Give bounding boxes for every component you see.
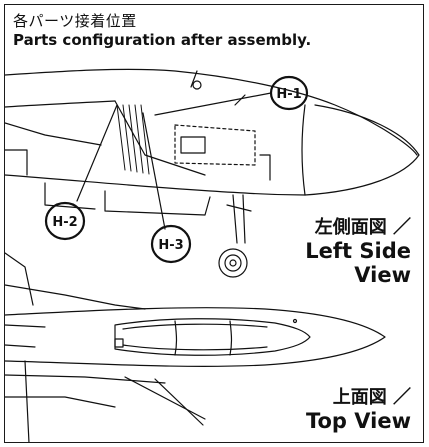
callout-leaders — [76, 92, 272, 230]
left-side-view-label: 左側面図 ／ Left Side View — [305, 213, 411, 287]
callout-h3-label: H-3 — [158, 238, 183, 253]
top-view-label-en: Top View — [305, 409, 411, 433]
title-japanese: 各パーツ接着位置 — [13, 12, 137, 30]
title-english: Parts configuration after assembly. — [13, 31, 312, 49]
aircraft-line-art: H-1 H-2 H-3 — [5, 68, 420, 442]
left-side-view-label-jp: 左側面図 ／ — [314, 217, 411, 238]
left-side-view-label-en-2: View — [354, 263, 411, 287]
left-side-fuselage — [5, 68, 420, 278]
callout-h1-label: H-1 — [276, 87, 301, 102]
left-side-view-label-en-1: Left Side — [305, 239, 411, 263]
callout-h2-label: H-2 — [52, 215, 77, 230]
top-view-label-jp: 上面図 ／ — [332, 387, 411, 408]
assembly-panel: H-1 H-2 H-3 各パーツ接着位置 Parts configuration… — [4, 4, 424, 443]
top-view-fuselage — [5, 252, 386, 442]
top-view-label: 上面図 ／ Top View — [306, 383, 411, 433]
callout-circles — [44, 75, 309, 264]
